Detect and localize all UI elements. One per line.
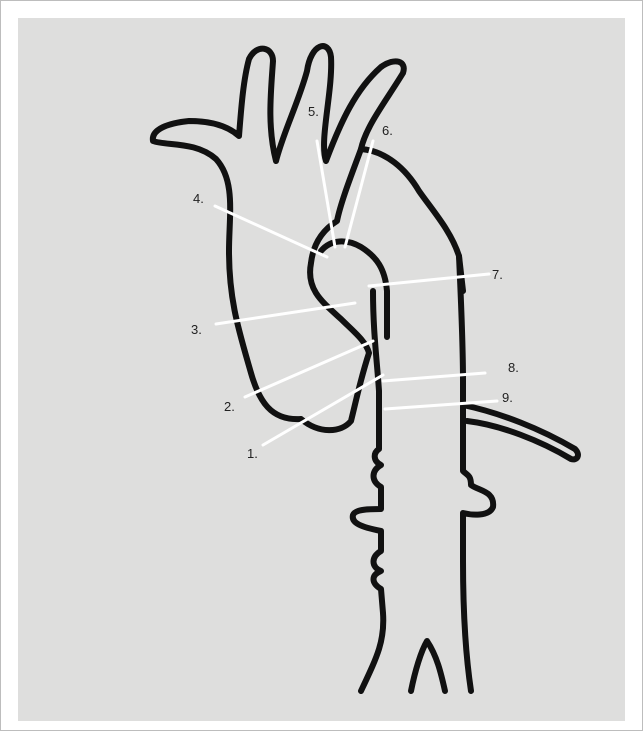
aorta-diagram: 1. 2. 3. 4. 5. 6. 7. 8. 9. [18,18,625,721]
label-5: 5. [308,104,319,119]
label-7: 7. [492,267,503,282]
label-6: 6. [382,123,393,138]
figure-background [18,18,625,721]
label-3: 3. [191,322,202,337]
label-9: 9. [502,390,513,405]
label-8: 8. [508,360,519,375]
label-4: 4. [193,191,204,206]
label-1: 1. [247,446,258,461]
label-2: 2. [224,399,235,414]
